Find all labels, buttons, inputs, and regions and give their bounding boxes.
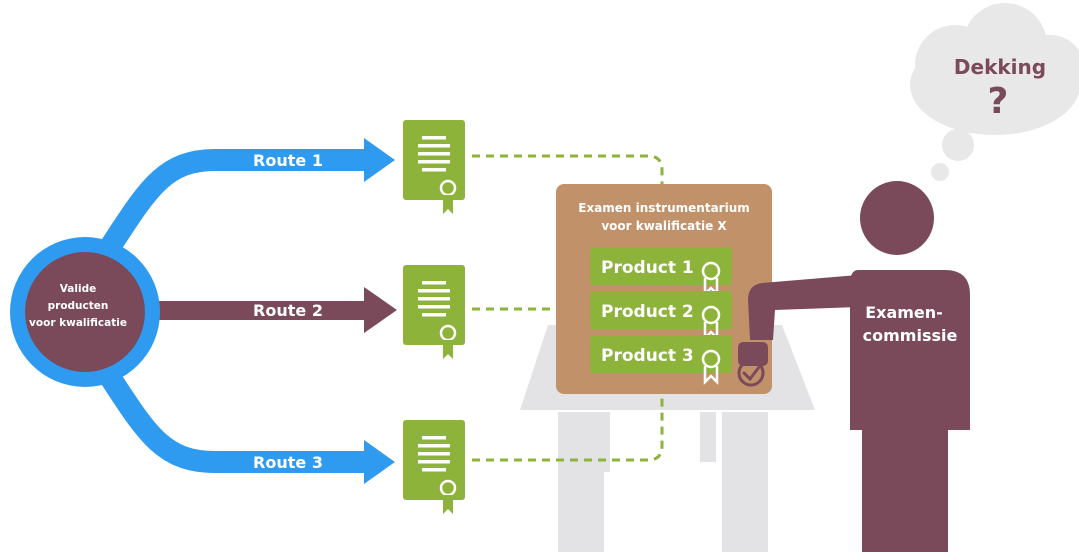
route-3-line	[90, 355, 368, 473]
product-label: Product 1	[601, 258, 694, 278]
product-label: Product 3	[601, 346, 694, 366]
thought-title: Dekking	[954, 55, 1046, 79]
route-1-line	[90, 149, 368, 269]
thought-cloud: Dekking ?	[910, 3, 1079, 181]
committee-label-line-2: commissie	[863, 326, 958, 345]
route-2-label: Route 2	[253, 301, 323, 320]
question-mark-icon: ?	[988, 81, 1009, 122]
source-label-line-2: producten	[48, 300, 109, 312]
approval-stamp-icon	[737, 359, 765, 387]
route-1-arrowhead	[364, 138, 395, 182]
route-2-line	[150, 301, 368, 320]
committee-label-line-1: Examen-	[865, 303, 943, 322]
product-label: Product 2	[601, 302, 694, 322]
route-3-label: Route 3	[253, 453, 323, 472]
certificate-icon	[403, 120, 465, 214]
product-1: Product 1	[590, 247, 732, 298]
product-2: Product 2	[590, 291, 732, 342]
source-label-line-3: voor kwalificatie	[29, 317, 127, 329]
source-label-line-1: Valide	[60, 283, 96, 295]
ribbon-seal-icon	[701, 349, 721, 386]
ribbon-seal-icon	[701, 305, 721, 342]
certificate-icon	[403, 420, 465, 514]
route-1-label: Route 1	[253, 151, 323, 170]
route-3-arrowhead	[364, 440, 395, 484]
source-circle: Valide producten voor kwalificatie	[10, 237, 160, 387]
exam-committee-person-icon	[738, 181, 970, 552]
product-3: Product 3	[590, 335, 732, 386]
connector-1	[472, 154, 664, 184]
certificate-icon	[403, 265, 465, 359]
instrument-title-line-2: voor kwalificatie X	[601, 219, 727, 233]
ribbon-seal-icon	[701, 261, 721, 298]
route-2-arrowhead	[364, 287, 397, 333]
connector-3	[472, 393, 664, 462]
instrument-title-line-1: Examen instrumentarium	[578, 201, 750, 215]
